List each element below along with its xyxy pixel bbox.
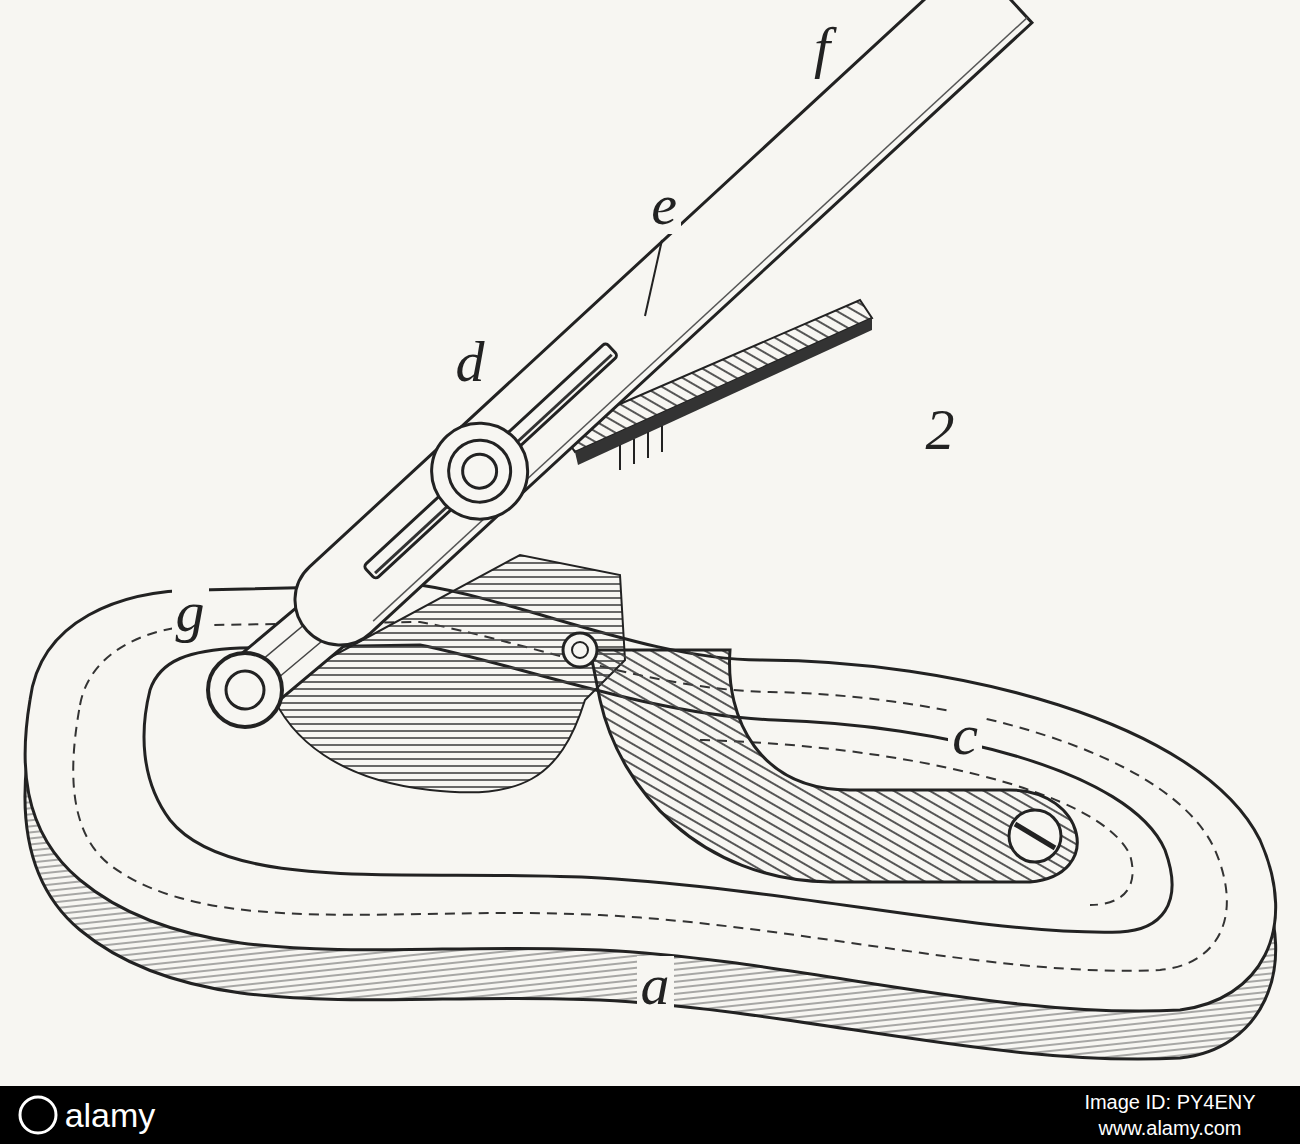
part-letter: d — [452, 333, 489, 391]
bar-f — [274, 0, 1034, 666]
arm-c — [590, 650, 1077, 882]
watermark-bar — [0, 1086, 1300, 1144]
screw — [1009, 810, 1061, 862]
base-plate-top — [25, 585, 1276, 1011]
part-letter: e — [647, 176, 681, 234]
part-letter: c — [948, 706, 982, 764]
watermark-logo: alamy — [65, 1098, 156, 1132]
watermark-url: www.alamy.com — [1099, 1118, 1242, 1138]
part-letter: f — [810, 19, 834, 77]
watermark-id: Image ID: PY4ENY — [1084, 1092, 1255, 1112]
knob-d — [412, 403, 548, 539]
part-letter: g — [172, 583, 209, 641]
pivot-pin — [563, 633, 597, 667]
leader-line — [645, 240, 662, 316]
figure-number: 2 — [926, 401, 955, 459]
stitch-line — [73, 622, 1227, 971]
watermark-logo-mark — [20, 1097, 56, 1133]
part-letter: a — [637, 956, 674, 1014]
